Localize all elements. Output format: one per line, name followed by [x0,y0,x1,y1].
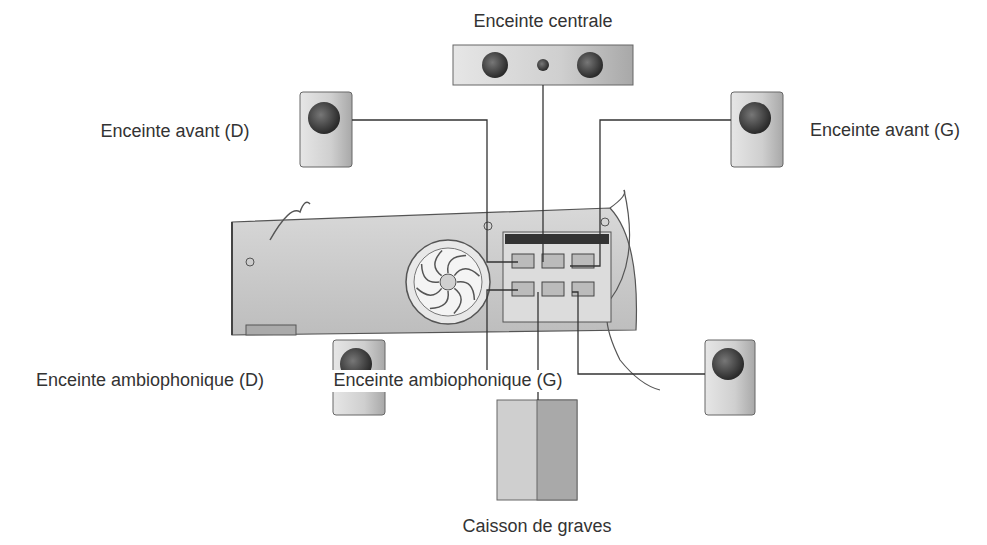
front-speaker-left [731,92,783,167]
fan-blade [417,288,442,295]
screw [601,218,609,226]
speaker-label: Enceinte avant (D) [98,121,251,143]
speaker-label: Enceinte centrale [471,11,614,33]
front-speaker-right [300,92,352,167]
subwoofer [497,400,577,500]
surround-speaker-left [705,340,755,415]
wire [542,85,543,262]
speaker-terminal-panel [503,232,611,322]
speaker-terminal [572,282,594,296]
cable [270,202,310,240]
speaker-terminal [542,282,564,296]
center-speaker [453,45,633,85]
speaker-terminal [512,254,534,268]
fan-blade [422,264,439,282]
speaker-label: Enceinte avant (G) [808,120,962,142]
speaker-wires [352,85,731,400]
receiver-foot [246,325,296,335]
fan-blade [448,256,466,273]
fan-blade [454,269,479,276]
wire [570,120,731,266]
speaker-label: Caisson de graves [460,516,613,538]
fan-blade [430,291,448,308]
receiver-body [232,208,636,335]
receiver-cable [610,190,625,208]
wire [385,290,518,374]
cooling-fan [406,240,490,324]
speaker-label: Enceinte ambiophonique (D) [34,370,266,392]
speaker-terminal [512,282,534,296]
wire [572,292,705,374]
fan-blade [457,282,474,300]
receiver [232,190,660,390]
fan-blade [435,251,442,276]
power-cable [607,190,660,390]
speaker-terminal [542,254,564,268]
receiver-edge [231,222,233,335]
speaker-label: Enceinte ambiophonique (G) [331,370,564,392]
screw [484,222,492,230]
fan-blade [454,288,461,313]
screw [246,258,254,266]
wire [352,120,518,262]
